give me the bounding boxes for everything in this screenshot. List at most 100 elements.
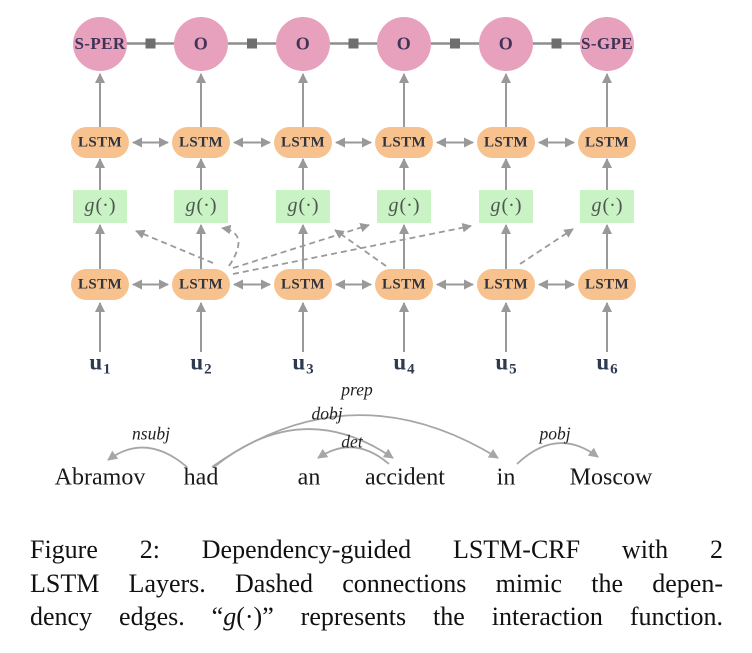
lstm-box [71, 127, 129, 158]
g-function-label: g(·) [592, 195, 623, 218]
tag-label-o: O [193, 33, 209, 54]
g-func-symbol: g [185, 194, 196, 217]
lstm-label: LSTM [178, 276, 224, 292]
lstm-box [477, 269, 535, 300]
arc-det [317, 446, 390, 465]
tag-node [276, 17, 330, 71]
g-box [73, 190, 127, 223]
g-box [174, 190, 228, 223]
input-subscript: 2 [204, 361, 212, 378]
tag-label-s-per: S-PER [74, 34, 126, 53]
g-func-args: (·) [196, 194, 217, 217]
dep-label-pobj: pobj [539, 423, 571, 444]
lstm-label: LSTM [483, 276, 529, 292]
input-base: u [596, 349, 610, 375]
dashed-arrow-had-to-g1 [135, 229, 214, 264]
lstm-label: LSTM [77, 276, 123, 292]
figure-caption: Figure 2: Dependency-guided LSTM-CRF wit… [30, 533, 723, 634]
lstm-box [477, 127, 535, 158]
arc-nsubj [107, 446, 188, 468]
lstm-box [274, 127, 332, 158]
g-func-args: (·) [399, 194, 420, 217]
word-had: had [183, 464, 219, 491]
word-in: in [496, 464, 516, 491]
input-label-u6: u6 [596, 350, 617, 379]
input-base: u [495, 349, 509, 375]
lstm-box [578, 127, 636, 158]
lstm-box [375, 269, 433, 300]
factor-square [348, 38, 359, 49]
arc-pobj [516, 442, 599, 465]
input-subscript: 1 [103, 361, 111, 378]
dependency-arcs [107, 414, 599, 468]
input-subscript: 3 [306, 361, 314, 378]
tag-node [174, 17, 228, 71]
lstm-label: LSTM [280, 276, 326, 292]
input-base: u [89, 349, 103, 375]
dashed-arrow-had-to-g5 [232, 223, 472, 275]
g-func-symbol: g [591, 194, 602, 217]
input-label-u2: u2 [190, 350, 211, 379]
input-subscript: 4 [407, 361, 415, 378]
caption-text: ” represents the interaction function. [262, 602, 723, 631]
tag-label-o: O [498, 33, 514, 54]
input-label-u1: u1 [89, 350, 110, 379]
input-base: u [393, 349, 407, 375]
bilstm-arrows [132, 137, 575, 290]
g-function-label: g(·) [389, 195, 420, 218]
factor-square [450, 38, 460, 49]
g-func-symbol: g [287, 194, 298, 217]
tag-node [479, 17, 533, 71]
input-subscript: 6 [610, 361, 618, 378]
lstm-box [274, 269, 332, 300]
input-base: u [190, 349, 204, 375]
g-boxes [73, 190, 634, 223]
tag-label-s-gpe: S-GPE [580, 34, 634, 53]
architecture-diagram [71, 17, 636, 468]
word-abramov: Abramov [54, 464, 146, 491]
tag-node-circles [73, 17, 634, 71]
caption-text: dency edges. “ [30, 602, 224, 631]
dashed-arrow-accident-to-g3 [334, 229, 387, 267]
caption-line-3: dency edges. “g(·)” represents the inter… [30, 600, 723, 634]
input-subscript: 5 [509, 361, 517, 378]
lstm-label: LSTM [77, 134, 123, 150]
caption-math-paren: (·) [236, 602, 263, 631]
g-box [580, 190, 634, 223]
dep-label-det: det [341, 431, 363, 452]
dashed-arrow-had-to-g4 [232, 223, 370, 269]
tag-node [73, 17, 127, 71]
g-func-symbol: g [490, 194, 501, 217]
caption-line-1: Figure 2: Dependency-guided LSTM-CRF wit… [30, 535, 723, 564]
input-base: u [292, 349, 306, 375]
lstm-label: LSTM [178, 134, 224, 150]
g-function-label: g(·) [491, 195, 522, 218]
lstm-box [375, 127, 433, 158]
lstm-box [578, 269, 636, 300]
caption-line-2: LSTM Layers. Dashed connections mimic th… [30, 568, 723, 598]
dep-label-nsubj: nsubj [132, 423, 170, 444]
factor-square [145, 38, 156, 49]
lstm-label: LSTM [381, 134, 427, 150]
factor-square [551, 38, 562, 49]
dashed-arrow-had-to-g2-root [221, 224, 240, 267]
tag-label-o: O [295, 33, 311, 54]
lstm-boxes [71, 127, 636, 300]
dep-label-dobj: dobj [311, 403, 343, 424]
g-box [377, 190, 431, 223]
g-function-label: g(·) [186, 195, 217, 218]
word-moscow: Moscow [569, 464, 653, 491]
input-label-u4: u4 [393, 350, 414, 379]
word-an: an [297, 464, 321, 491]
g-func-symbol: g [84, 194, 95, 217]
g-function-label: g(·) [288, 195, 319, 218]
caption-math-g: g [223, 602, 237, 631]
lstm-box [71, 269, 129, 300]
tag-node [580, 17, 634, 71]
input-label-u5: u5 [495, 350, 516, 379]
g-box [479, 190, 533, 223]
g-func-args: (·) [298, 194, 319, 217]
dep-label-prep: prep [341, 379, 373, 400]
g-func-symbol: g [388, 194, 399, 217]
